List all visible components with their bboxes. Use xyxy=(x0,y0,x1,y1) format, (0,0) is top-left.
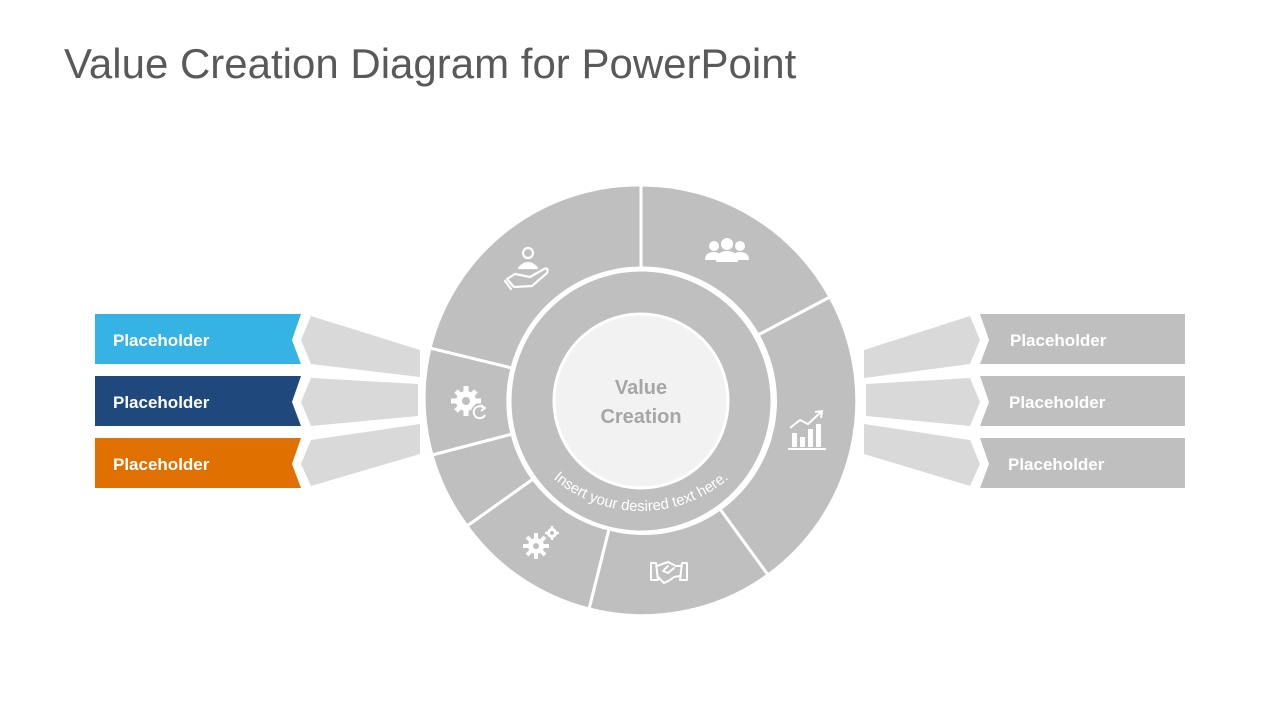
right-label-text: Placeholder xyxy=(1009,393,1106,412)
right-label-banner[interactable] xyxy=(980,438,1185,488)
left-label-text: Placeholder xyxy=(113,455,210,474)
center-title-line1: Value xyxy=(615,377,667,399)
left-labels: Placeholder Placeholder Placeholder xyxy=(95,314,301,488)
left-connector-arrow xyxy=(301,378,418,426)
gears-icon xyxy=(523,526,559,559)
left-connectors xyxy=(301,316,420,486)
left-connector-arrow xyxy=(301,424,420,486)
right-connector-arrow xyxy=(864,424,980,486)
left-label-banner[interactable] xyxy=(95,314,301,364)
left-label-banner[interactable] xyxy=(95,438,301,488)
left-label-text: Placeholder xyxy=(113,331,210,350)
gear-refresh-icon xyxy=(451,386,487,420)
people-icon xyxy=(705,238,749,262)
left-connector-arrow xyxy=(301,316,420,377)
handshake-icon xyxy=(650,561,688,584)
center-hub xyxy=(552,312,730,490)
right-label-text: Placeholder xyxy=(1008,455,1105,474)
page-title: Value Creation Diagram for PowerPoint xyxy=(64,40,797,87)
hand-user-icon xyxy=(503,246,549,291)
right-label-banner[interactable] xyxy=(980,314,1185,364)
growth-chart-icon xyxy=(788,409,826,450)
ring-segment[interactable] xyxy=(428,183,643,370)
right-connector-arrow xyxy=(866,378,980,426)
right-connectors xyxy=(864,316,980,486)
right-labels: Placeholder Placeholder Placeholder xyxy=(980,314,1185,488)
left-label-text: Placeholder xyxy=(113,393,210,412)
right-connector-arrow xyxy=(864,316,980,378)
center-title-line2: Creation xyxy=(600,406,681,428)
ring-segment[interactable] xyxy=(717,294,859,578)
right-label-banner[interactable] xyxy=(980,376,1185,426)
left-label-banner[interactable] xyxy=(95,376,301,426)
right-label-text: Placeholder xyxy=(1010,331,1107,350)
